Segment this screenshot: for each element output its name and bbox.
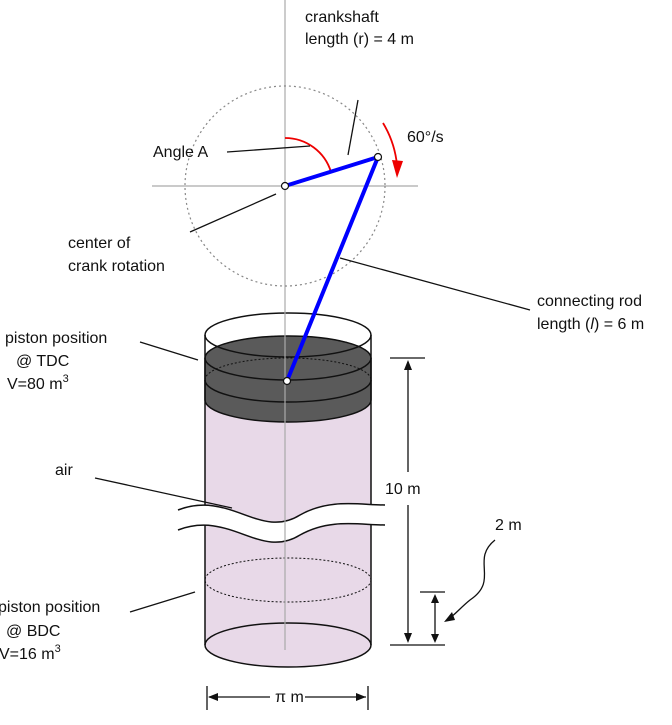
crankshaft bbox=[284, 155, 379, 188]
crankshaft-label-1: crankshaft bbox=[305, 9, 379, 26]
connecting-rod bbox=[285, 156, 380, 382]
bdc-label-2: @ BDC bbox=[6, 623, 60, 640]
angle-label: Angle A bbox=[153, 144, 208, 161]
height-label: 10 m bbox=[385, 481, 421, 498]
tdc-label-2: @ TDC bbox=[16, 353, 69, 370]
break-mark bbox=[178, 503, 385, 543]
rotation-arrow bbox=[382, 122, 398, 166]
crank-center-pin bbox=[280, 181, 290, 191]
tdc-label-3: V=80 m3 bbox=[7, 373, 69, 393]
cylinder-bottom bbox=[204, 622, 372, 668]
diameter-label: π m bbox=[275, 689, 304, 706]
bdc-label-3: V=16 m3 bbox=[0, 643, 61, 663]
air-label: air bbox=[55, 462, 73, 479]
crankshaft-label-2: length (r) = 4 m bbox=[305, 31, 414, 48]
rotation-arrowhead-icon bbox=[392, 160, 403, 178]
wrist-pin bbox=[282, 376, 292, 386]
piston-hidden-edge bbox=[204, 357, 372, 381]
tdc-dotted-ellipse bbox=[204, 335, 372, 359]
angle-arc bbox=[284, 137, 332, 173]
piston-ring bbox=[204, 379, 372, 403]
offset-label: 2 m bbox=[495, 517, 522, 534]
rod-label-2: length (l) = 6 m bbox=[537, 316, 644, 333]
rod-label-1: connecting rod bbox=[537, 293, 642, 310]
center-label-2: crank rotation bbox=[68, 258, 165, 275]
center-label-1: center of bbox=[68, 235, 131, 252]
offset-leader bbox=[446, 539, 496, 621]
speed-label: 60°/s bbox=[407, 129, 444, 146]
bdc-dotted-ellipse bbox=[204, 557, 372, 603]
crank-circle bbox=[184, 85, 386, 287]
bdc-label-1: piston position bbox=[0, 599, 100, 616]
tdc-label-1: piston position bbox=[5, 330, 107, 347]
crank-pin bbox=[373, 152, 383, 162]
